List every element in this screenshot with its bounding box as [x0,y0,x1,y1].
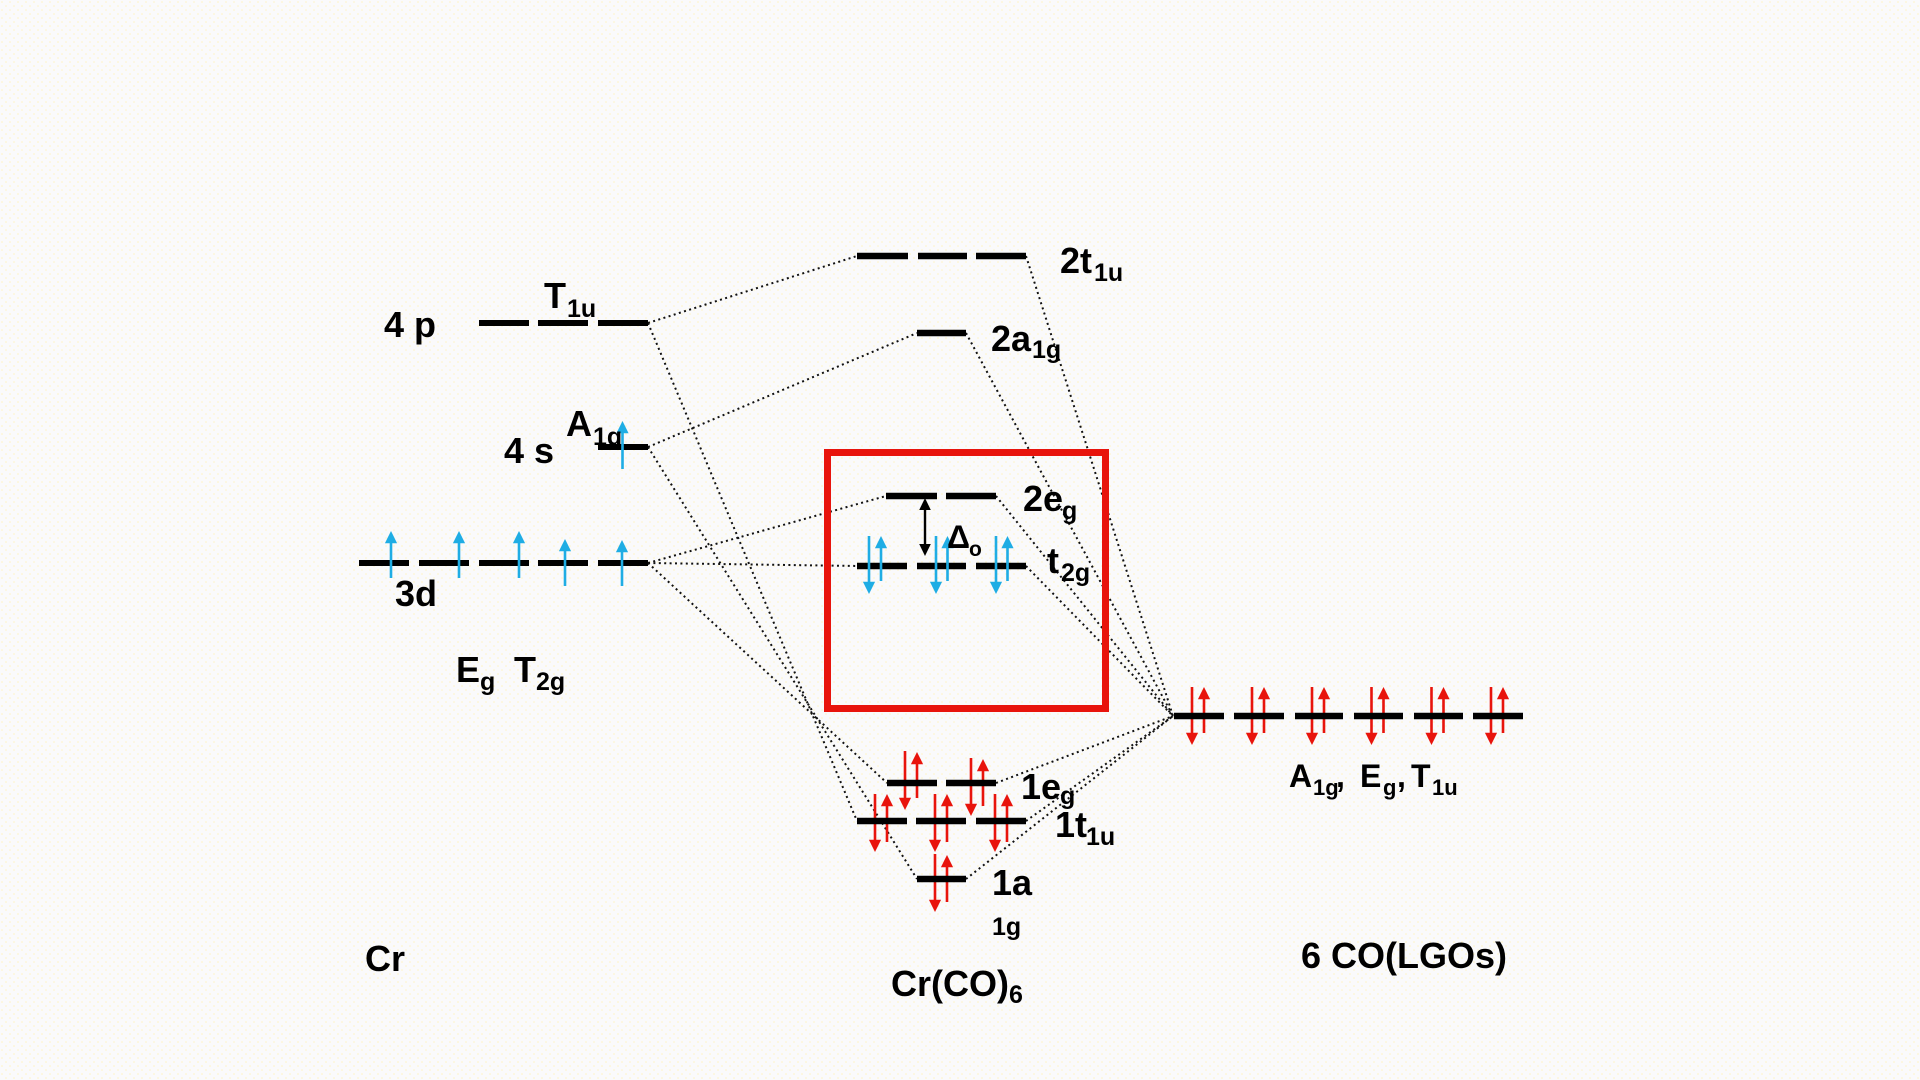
svg-text:1u: 1u [1086,823,1115,851]
svg-text:6: 6 [1009,981,1023,1009]
svg-text:1t: 1t [1055,804,1087,845]
svg-text:t: t [1047,540,1059,581]
svg-text:2t: 2t [1060,240,1092,281]
svg-text:2e: 2e [1023,478,1063,519]
svg-text:,: , [1397,758,1406,794]
svg-text:1u: 1u [567,295,596,323]
svg-text:1e: 1e [1021,766,1061,807]
svg-text:T: T [514,649,536,690]
svg-text:g: g [1060,782,1075,810]
svg-text:E: E [1360,758,1381,794]
svg-text:4 p: 4 p [384,304,436,345]
svg-text:A: A [566,403,592,444]
svg-text:1a: 1a [992,862,1033,903]
svg-text:Cr(CO): Cr(CO) [891,963,1009,1004]
svg-text:g: g [1383,775,1396,800]
svg-text:E: E [456,649,480,690]
svg-text:1g: 1g [1313,775,1339,800]
svg-text:6 CO(LGOs): 6 CO(LGOs) [1301,935,1507,976]
svg-text:2g: 2g [1061,559,1090,587]
svg-text:1g: 1g [593,423,622,451]
svg-text:1u: 1u [1094,259,1123,287]
svg-text:4 s: 4 s [504,430,554,471]
svg-text:T: T [544,275,566,316]
svg-text:g: g [1062,497,1077,525]
svg-text:1g: 1g [1032,336,1061,364]
svg-text:2g: 2g [536,668,565,696]
svg-text:,: , [1336,758,1345,794]
svg-text:Cr: Cr [365,938,405,979]
svg-text:o: o [969,538,982,561]
svg-text:T: T [1411,758,1431,794]
svg-text:3d: 3d [395,573,437,614]
svg-text:2a: 2a [991,318,1032,359]
svg-text:g: g [480,668,495,696]
svg-text:1g: 1g [992,913,1021,941]
svg-text:1u: 1u [1432,775,1458,800]
svg-text:Δ: Δ [947,519,970,555]
svg-text:A: A [1289,758,1312,794]
